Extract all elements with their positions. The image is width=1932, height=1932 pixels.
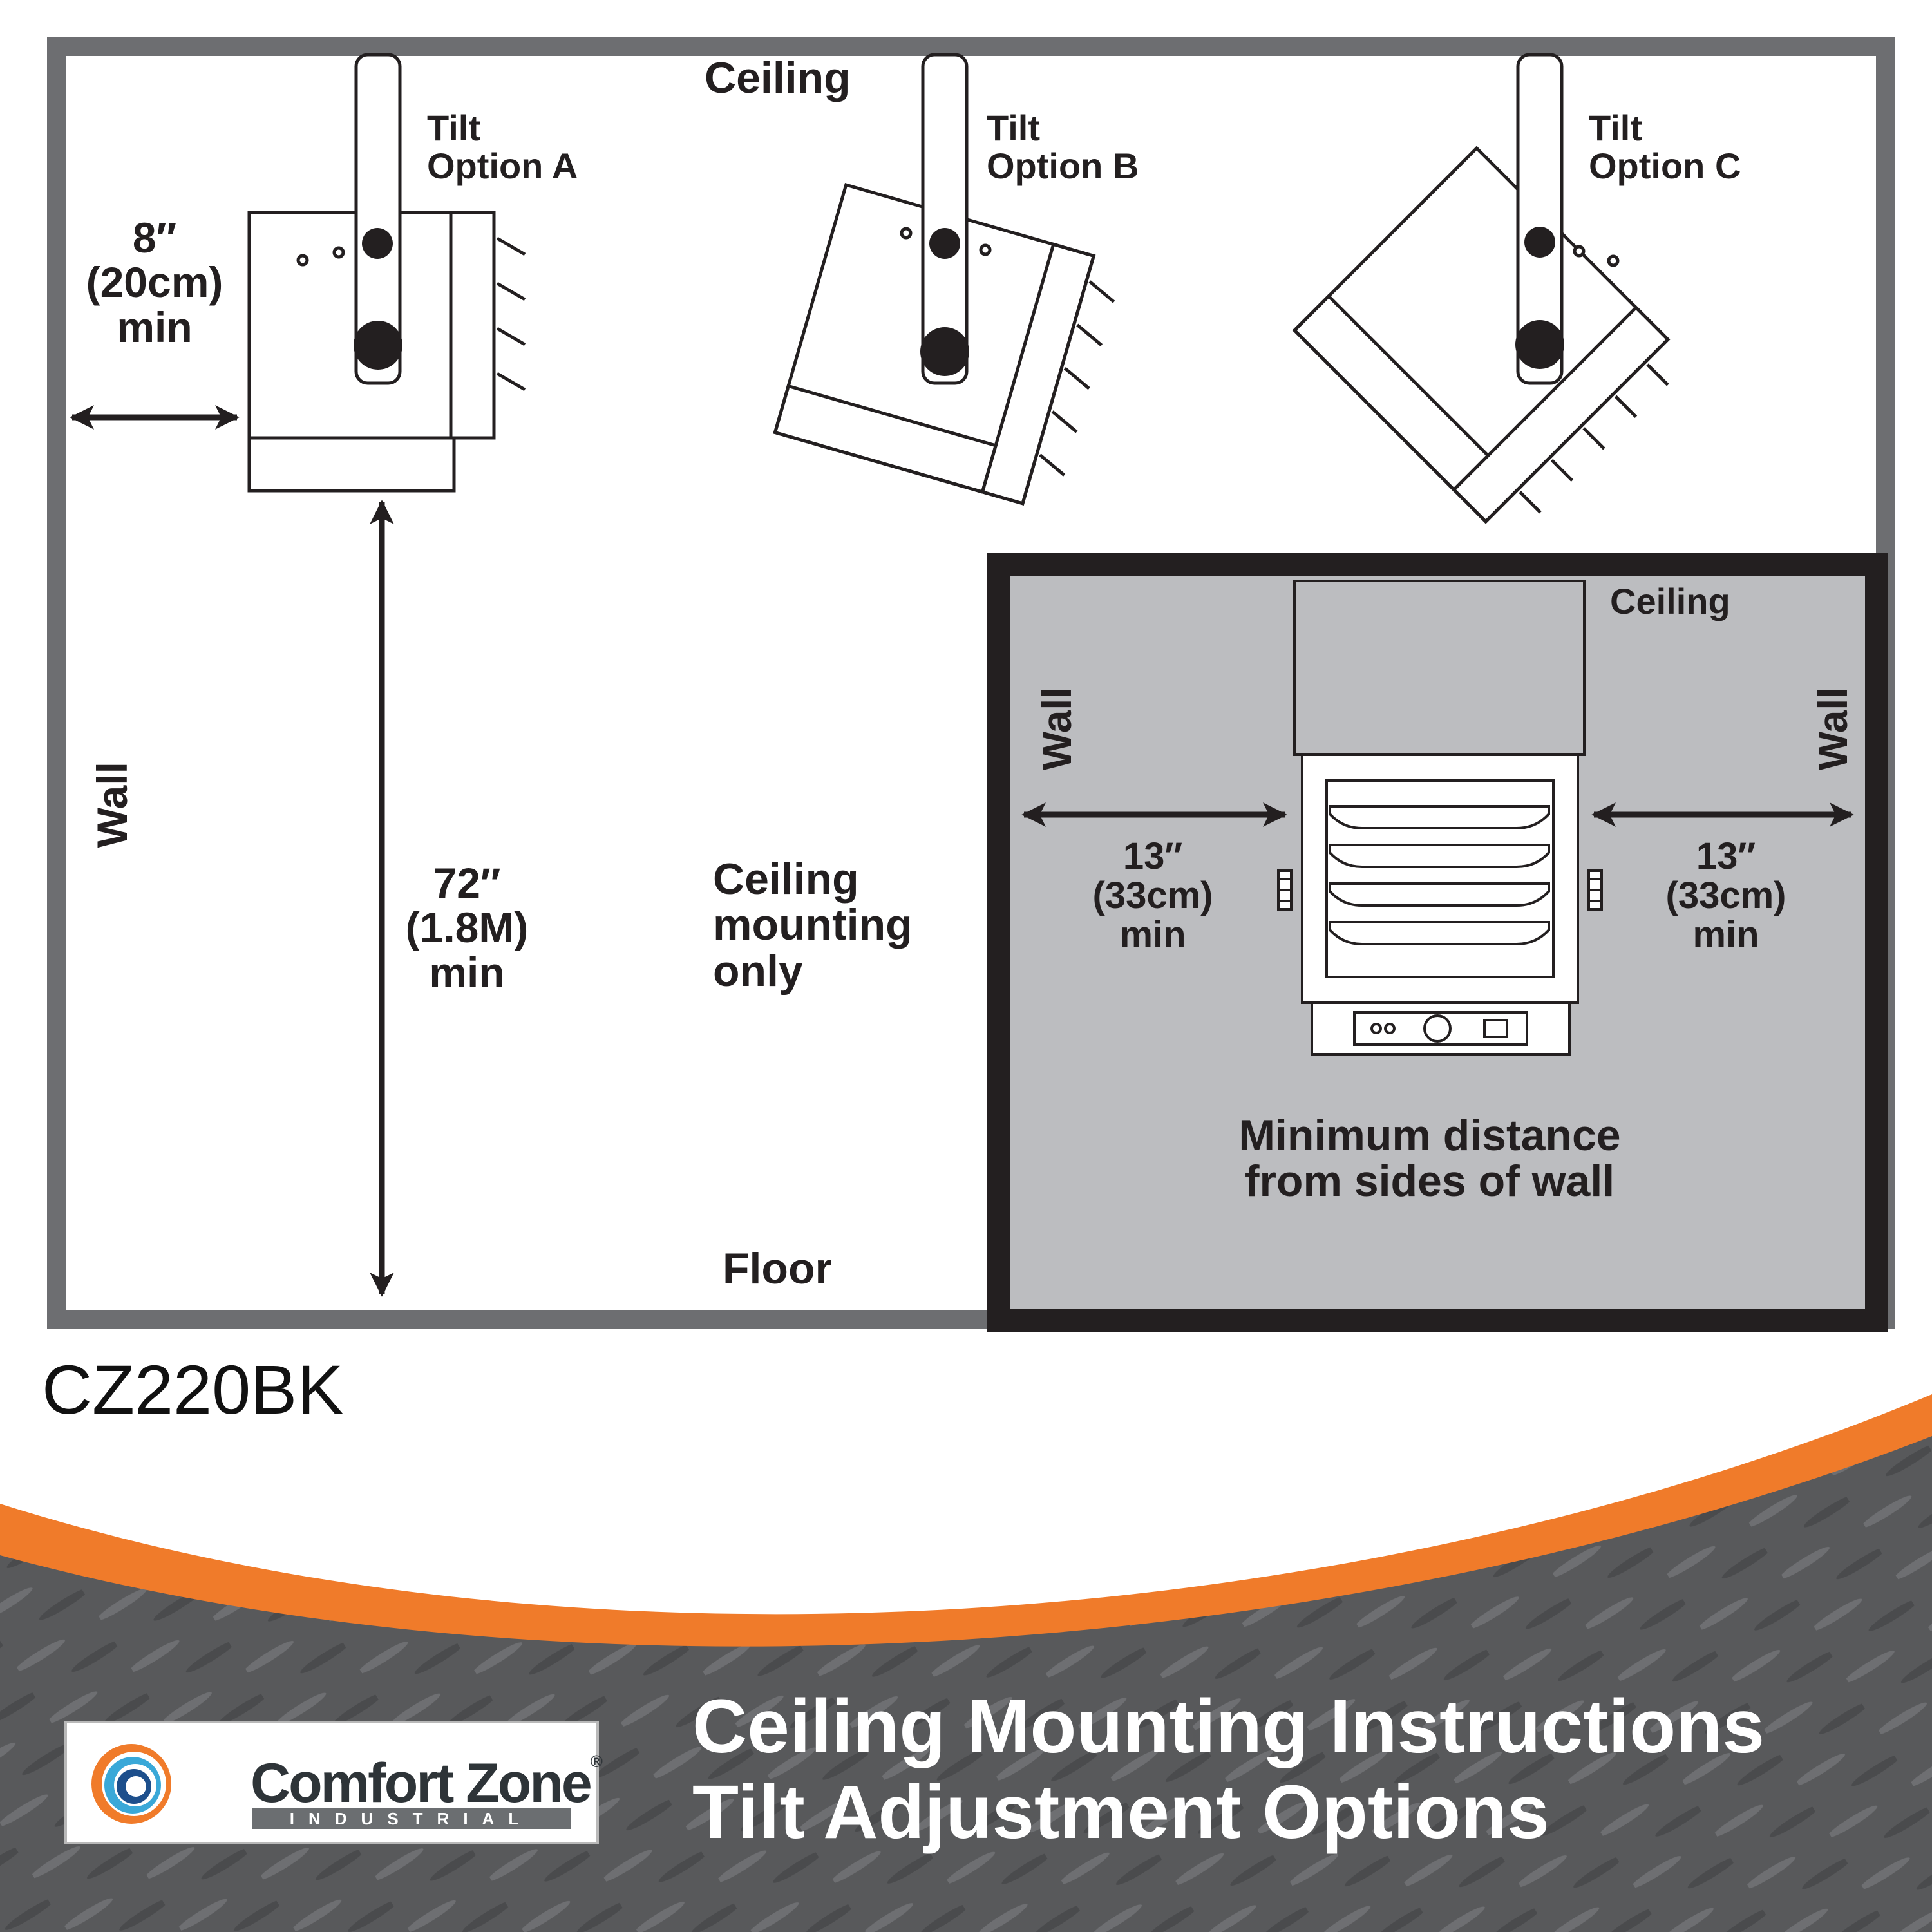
side-clearance-min: min (117, 303, 193, 351)
banner-title-line2: Tilt Adjustment Options (692, 1770, 1549, 1855)
note-line1: Ceiling (713, 855, 859, 904)
ceiling-only-note: Ceiling mounting only (713, 855, 913, 996)
inset-right-min: min (1692, 913, 1759, 956)
inset-right-inches: 13″ (1696, 835, 1756, 877)
inset-right-clearance-label: 13″ (33cm) min (1649, 837, 1803, 955)
floor-clearance-min: min (429, 948, 505, 996)
tilt-b-label: Tilt Option B (987, 109, 1139, 185)
knob-c (1515, 227, 1564, 369)
knob-b (920, 228, 969, 376)
heater-c-bracket (1516, 53, 1620, 385)
tilt-c-line2: Option C (1589, 145, 1741, 186)
main-floor-label: Floor (723, 1244, 832, 1293)
logo-name: Comfort Zone® (251, 1752, 603, 1815)
inset-wall-left-label: Wall (1034, 687, 1080, 771)
heater-tilt-c (1292, 146, 1671, 524)
banner-title: Ceiling Mounting Instructions Tilt Adjus… (692, 1684, 1765, 1856)
logo-subtitle: INDUSTRIAL (252, 1808, 571, 1829)
side-clearance-inches: 8″ (132, 214, 177, 261)
heater-b-bracket (900, 53, 992, 385)
tilt-b-line2: Option B (987, 145, 1139, 186)
inset-caption-line1: Minimum distance (1238, 1111, 1621, 1160)
note-line3: only (713, 946, 803, 996)
tilt-c-line1: Tilt (1589, 108, 1642, 148)
inset-caption-line2: from sides of wall (1244, 1157, 1615, 1206)
floor-clearance-m: (1.8M) (405, 904, 529, 952)
tilt-a-line1: Tilt (427, 108, 480, 148)
tilt-a-line2: Option A (427, 145, 578, 186)
model-number: CZ220BK (42, 1350, 344, 1428)
main-ceiling-label: Ceiling (705, 53, 851, 102)
knob-a-small (362, 228, 393, 259)
side-clearance-cm: (20cm) (86, 258, 223, 307)
inset-heater (1277, 580, 1603, 1056)
floor-clearance-inches: 72″ (433, 859, 501, 907)
knob-a-large (354, 321, 402, 370)
tilt-a-label: Tilt Option A (427, 109, 578, 185)
logo-name-text: Comfort Zone (251, 1752, 592, 1814)
side-clearance-label: 8″ (20cm) min (64, 214, 245, 351)
inset-left-inches: 13″ (1122, 835, 1183, 877)
inset-right-cm: (33cm) (1665, 874, 1786, 916)
comfort-zone-logo: Comfort Zone® INDUSTRIAL (64, 1721, 603, 1844)
logo-swirl-icon (91, 1744, 171, 1824)
tilt-c-label: Tilt Option C (1589, 109, 1741, 185)
note-line2: mounting (713, 900, 913, 950)
floor-clearance-label: 72″ (1.8M) min (386, 859, 547, 996)
tilt-b-line1: Tilt (987, 108, 1040, 148)
inset-left-cm: (33cm) (1092, 874, 1213, 916)
inset-ceiling-label: Ceiling (1610, 581, 1730, 621)
logo-registered-mark: ® (590, 1752, 603, 1771)
banner-title-line1: Ceiling Mounting Instructions (692, 1684, 1765, 1769)
inset-wall-right-label: Wall (1810, 687, 1856, 771)
inset-left-min: min (1119, 913, 1186, 956)
inset-left-clearance-label: 13″ (33cm) min (1075, 837, 1230, 955)
main-wall-label: Wall (88, 762, 136, 848)
inset-caption: Minimum distance from sides of wall (1146, 1111, 1713, 1206)
